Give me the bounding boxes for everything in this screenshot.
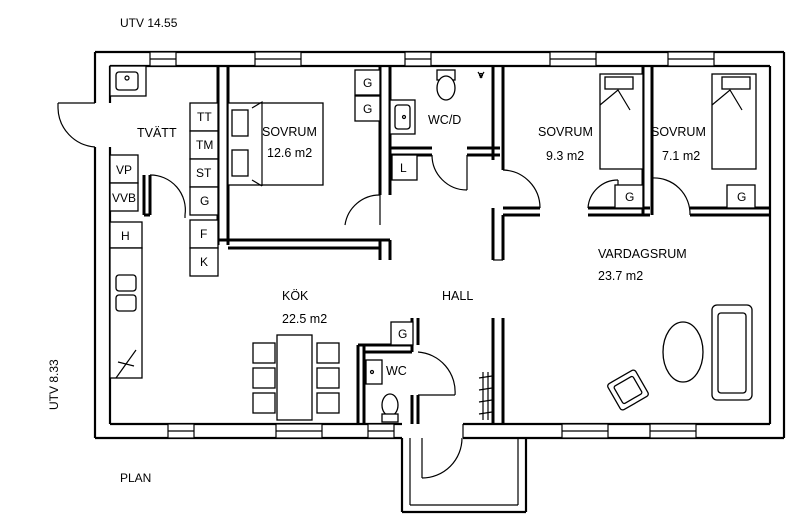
armchair bbox=[607, 369, 649, 411]
fixture-l-label: L bbox=[400, 161, 407, 175]
depth-dimension: UTV 8.33 bbox=[47, 359, 61, 410]
fixture-tm bbox=[189, 130, 219, 160]
kitchen-counter bbox=[109, 247, 143, 379]
laundry-fixtures bbox=[109, 65, 219, 379]
fixture-k-label: K bbox=[200, 255, 208, 269]
room-tvatt-name: TVÄTT bbox=[137, 126, 177, 140]
room-wcd-name: WC/D bbox=[428, 113, 461, 127]
room-vardagsrum-name: VARDAGSRUM bbox=[598, 247, 687, 261]
bedroom1-bed bbox=[227, 100, 324, 187]
wcd-fixtures bbox=[354, 69, 485, 181]
fixture-k bbox=[189, 247, 219, 277]
labels: UTV 14.55 PLAN UTV 8.33 TVÄTT SOVRUM 12.… bbox=[47, 16, 746, 485]
room-sovrum1-area: 12.6 m2 bbox=[267, 146, 312, 160]
room-sovrum3-area: 7.1 m2 bbox=[662, 149, 700, 163]
room-sovrum2-area: 9.3 m2 bbox=[546, 149, 584, 163]
fixture-f-label: F bbox=[200, 227, 207, 241]
wardrobe-g2 bbox=[354, 95, 381, 122]
coffee-table bbox=[662, 321, 704, 383]
room-kok-name: KÖK bbox=[282, 289, 309, 303]
wardrobe-g-bedroom3-label: G bbox=[737, 190, 746, 204]
bedroom2-furniture bbox=[599, 73, 644, 209]
room-sovrum1-name: SOVRUM bbox=[262, 125, 317, 139]
fixture-g-laundry-label: G bbox=[200, 194, 209, 208]
room-vardagsrum-area: 23.7 m2 bbox=[598, 269, 643, 283]
wardrobe-g-bedroom3 bbox=[726, 184, 756, 209]
fixture-tt-label: TT bbox=[197, 110, 212, 124]
entrance-porch bbox=[400, 424, 528, 514]
room-wc-name: WC bbox=[386, 364, 407, 378]
wardrobe-g1 bbox=[354, 69, 381, 96]
fixture-h bbox=[109, 221, 143, 249]
wardrobe-g1-label: G bbox=[363, 76, 372, 90]
fixture-vp-label: VP bbox=[116, 163, 132, 177]
fixture-vvb-label: VVB bbox=[112, 191, 136, 205]
wardrobe-g-hall bbox=[390, 321, 414, 346]
wardrobe-g-bedroom2-label: G bbox=[625, 190, 634, 204]
fixture-g-laundry bbox=[189, 186, 219, 216]
room-hall-name: HALL bbox=[442, 289, 473, 303]
wardrobe-g-bedroom2 bbox=[614, 184, 644, 209]
fixture-h-label: H bbox=[121, 229, 130, 243]
dining-set bbox=[252, 334, 340, 421]
laundry-exterior-door bbox=[57, 102, 96, 148]
living-room-furniture bbox=[607, 304, 753, 411]
fixture-vvb bbox=[109, 182, 139, 212]
width-dimension: UTV 14.55 bbox=[120, 16, 178, 30]
coat-rack bbox=[478, 372, 493, 420]
wardrobe-g-hall-label: G bbox=[398, 327, 407, 341]
wardrobe-g2-label: G bbox=[363, 102, 372, 116]
bedroom3-furniture bbox=[711, 73, 757, 209]
dining-table bbox=[276, 334, 313, 421]
windows bbox=[149, 51, 715, 439]
fixture-st-label: ST bbox=[196, 166, 212, 180]
room-sovrum3-name: SOVRUM bbox=[651, 125, 706, 139]
room-kok-area: 22.5 m2 bbox=[282, 312, 327, 326]
plan-title: PLAN bbox=[120, 471, 151, 485]
wc-fixtures bbox=[365, 321, 414, 423]
interior-doors bbox=[149, 154, 691, 396]
fixture-tt bbox=[189, 102, 219, 132]
room-sovrum2-name: SOVRUM bbox=[538, 125, 593, 139]
fixture-l bbox=[391, 154, 418, 181]
fixture-tm-label: TM bbox=[196, 138, 213, 152]
